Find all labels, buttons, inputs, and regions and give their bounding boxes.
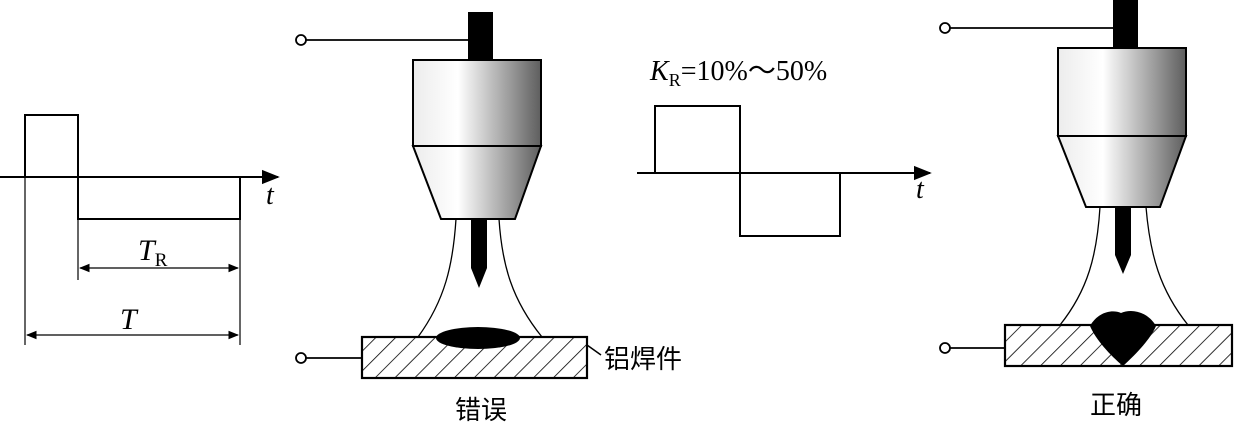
left-period-label: T	[120, 303, 139, 336]
right-caption: 正确	[1090, 391, 1142, 421]
wrong-torch-setup	[295, 12, 602, 380]
wrong-weld-pool	[436, 327, 520, 349]
wrong-tungsten-tip	[471, 219, 487, 288]
middle-waveform	[637, 105, 932, 237]
wrong-top-rod	[468, 12, 493, 62]
wrong-caption: 错误	[455, 396, 507, 425]
wrong-workpiece-terminal	[295, 352, 307, 364]
wrong-torch-nozzle	[411, 145, 543, 220]
right-electrode-terminal	[939, 22, 951, 34]
wrong-torch-body	[412, 59, 542, 147]
left-tr-label: TR	[138, 234, 168, 271]
wrong-arc-plume	[417, 218, 543, 338]
workpiece-label: 铝焊件	[604, 345, 682, 375]
right-arc-plume	[1059, 206, 1189, 326]
right-weld-pool	[1090, 310, 1156, 366]
middle-square-wave	[654, 105, 841, 237]
wrong-electrode-terminal	[295, 34, 307, 46]
left-t-axis-label: t	[266, 180, 275, 211]
left-pulse-wave	[24, 114, 241, 220]
kr-label: KR=10%～50%	[649, 56, 827, 90]
right-top-rod	[1113, 0, 1138, 50]
right-torch-setup	[939, 0, 1234, 368]
middle-t-axis-label: t	[916, 174, 925, 205]
workpiece-leader-line	[586, 344, 602, 356]
right-torch-nozzle	[1056, 135, 1188, 208]
left-waveform	[0, 114, 280, 345]
right-workpiece-terminal	[939, 342, 951, 354]
right-tungsten-tip	[1115, 207, 1131, 274]
right-torch-body	[1057, 47, 1187, 137]
